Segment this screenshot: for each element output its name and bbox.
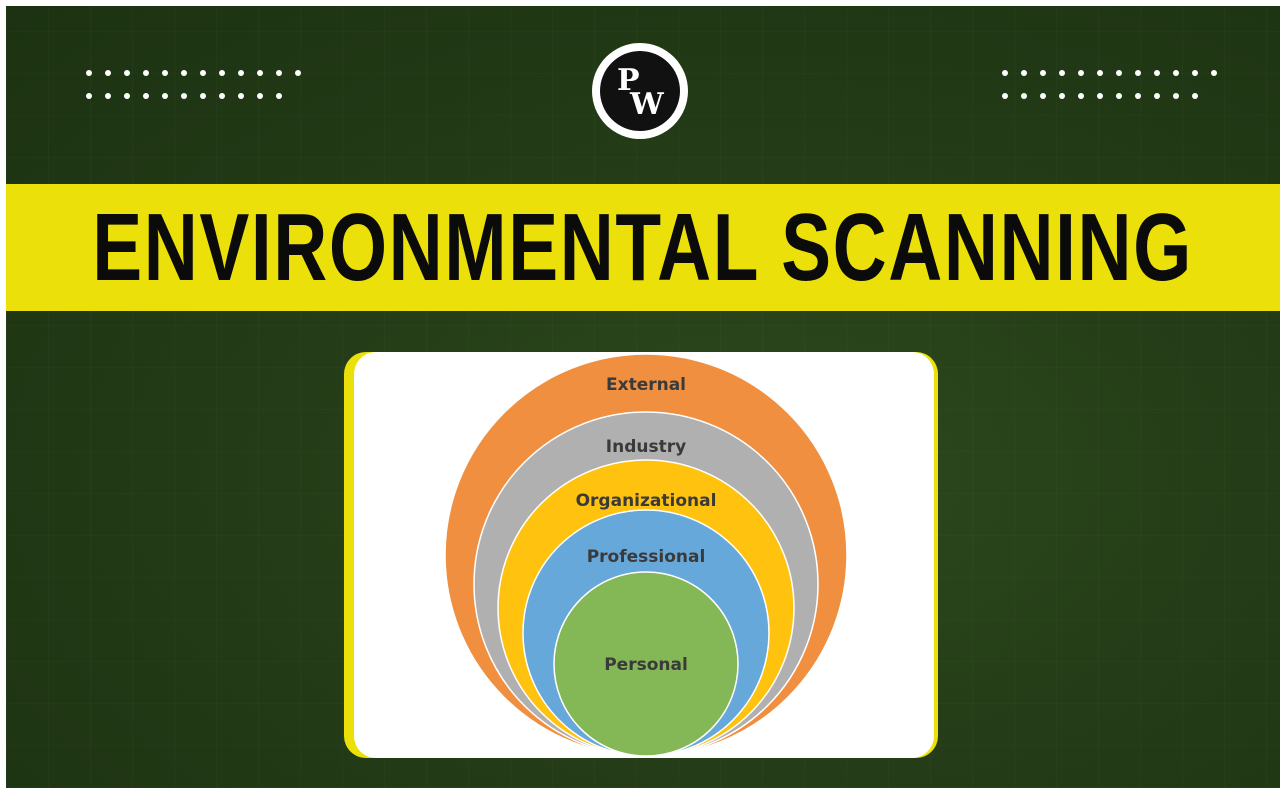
logo-letter-p: P bbox=[617, 63, 640, 98]
decorative-dot bbox=[1211, 70, 1217, 76]
pw-logo: P W bbox=[592, 43, 688, 139]
ring-label-professional: Professional bbox=[587, 547, 706, 567]
decorative-dot bbox=[257, 70, 263, 76]
decorative-dot bbox=[1078, 70, 1084, 76]
decorative-dot bbox=[1097, 70, 1103, 76]
ring-label-industry: Industry bbox=[606, 437, 686, 457]
decorative-dot bbox=[295, 70, 301, 76]
decorative-dot bbox=[86, 70, 92, 76]
pw-logo-mark: P W bbox=[600, 51, 680, 131]
decorative-dot bbox=[1040, 93, 1046, 99]
decorative-dot bbox=[1135, 70, 1141, 76]
ring-label-organizational: Organizational bbox=[576, 491, 717, 511]
decorative-dot bbox=[1135, 93, 1141, 99]
nested-circles-diagram: ExternalIndustryOrganizationalProfession… bbox=[444, 353, 848, 757]
ring-personal bbox=[553, 571, 739, 757]
decorative-dot bbox=[219, 93, 225, 99]
decorative-dot bbox=[162, 70, 168, 76]
decorative-dot bbox=[1059, 70, 1065, 76]
decorative-dot bbox=[1059, 93, 1065, 99]
decorative-dot bbox=[1021, 93, 1027, 99]
decorative-dot bbox=[200, 70, 206, 76]
logo-letter-w: W bbox=[630, 87, 664, 122]
ring-label-personal: Personal bbox=[604, 655, 688, 675]
decorative-dot bbox=[124, 93, 130, 99]
decorative-dot bbox=[1154, 70, 1160, 76]
decorative-dot bbox=[162, 93, 168, 99]
ring-label-external: External bbox=[606, 375, 686, 395]
decorative-dots-right bbox=[1002, 70, 1217, 99]
decorative-dot bbox=[181, 93, 187, 99]
decorative-dot bbox=[143, 93, 149, 99]
decorative-dot bbox=[1173, 93, 1179, 99]
decorative-dot bbox=[257, 93, 263, 99]
decorative-dot bbox=[1192, 93, 1198, 99]
decorative-dot bbox=[238, 70, 244, 76]
decorative-dot bbox=[181, 70, 187, 76]
decorative-dots-left bbox=[86, 70, 301, 99]
decorative-dot bbox=[105, 70, 111, 76]
decorative-dot bbox=[1173, 70, 1179, 76]
decorative-dot bbox=[1040, 70, 1046, 76]
decorative-dot bbox=[276, 70, 282, 76]
title-banner: ENVIRONMENTAL SCANNING bbox=[6, 184, 1280, 311]
page-title: ENVIRONMENTAL SCANNING bbox=[92, 193, 1194, 301]
decorative-dot bbox=[1154, 93, 1160, 99]
decorative-dot bbox=[1078, 93, 1084, 99]
decorative-dot bbox=[276, 93, 282, 99]
decorative-dot bbox=[86, 93, 92, 99]
decorative-dot bbox=[219, 70, 225, 76]
decorative-dot bbox=[143, 70, 149, 76]
decorative-dot bbox=[238, 93, 244, 99]
decorative-dot bbox=[1116, 93, 1122, 99]
decorative-dot bbox=[1116, 70, 1122, 76]
decorative-dot bbox=[105, 93, 111, 99]
decorative-dot bbox=[1192, 70, 1198, 76]
decorative-dot bbox=[1097, 93, 1103, 99]
decorative-dot bbox=[1002, 93, 1008, 99]
decorative-dot bbox=[1002, 70, 1008, 76]
decorative-dot bbox=[124, 70, 130, 76]
decorative-dot bbox=[1021, 70, 1027, 76]
decorative-dot bbox=[200, 93, 206, 99]
